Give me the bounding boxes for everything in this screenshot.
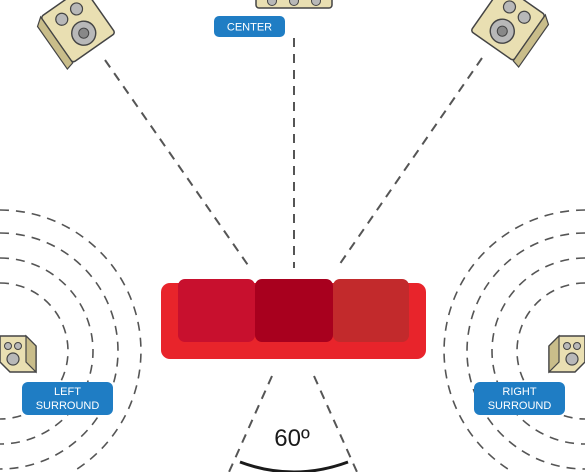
right-surround-speaker-icon: [548, 334, 585, 374]
viewing-angle-line-left: [228, 375, 273, 472]
right-surround-label: RIGHT SURROUND: [474, 382, 565, 415]
center-speaker-icon: [255, 0, 333, 9]
sight-line-front-left: [104, 59, 251, 269]
center-label: CENTER: [214, 16, 285, 37]
svg-text:SURROUND: SURROUND: [36, 400, 100, 412]
svg-text:CENTER: CENTER: [227, 22, 272, 34]
sofa-cushion-right: [333, 279, 409, 342]
front-right-speaker-icon: [471, 0, 550, 69]
svg-text:SURROUND: SURROUND: [488, 400, 552, 412]
viewing-angle-line-right: [313, 375, 358, 472]
viewing-angle-label: 60º: [274, 425, 310, 452]
viewing-angle-arc: [239, 460, 349, 472]
svg-text:RIGHT: RIGHT: [502, 386, 537, 398]
left-surround-speaker-icon: [0, 334, 37, 374]
left-surround-label: LEFT SURROUND: [22, 382, 113, 415]
sofa-cushion-left: [178, 279, 255, 342]
front-left-speaker-icon: [36, 0, 115, 71]
sight-line-front-right: [336, 57, 483, 269]
sofa-cushion-middle: [255, 279, 333, 342]
svg-text:LEFT: LEFT: [54, 386, 81, 398]
sofa-icon: [161, 279, 426, 359]
sight-lines: [104, 38, 483, 472]
